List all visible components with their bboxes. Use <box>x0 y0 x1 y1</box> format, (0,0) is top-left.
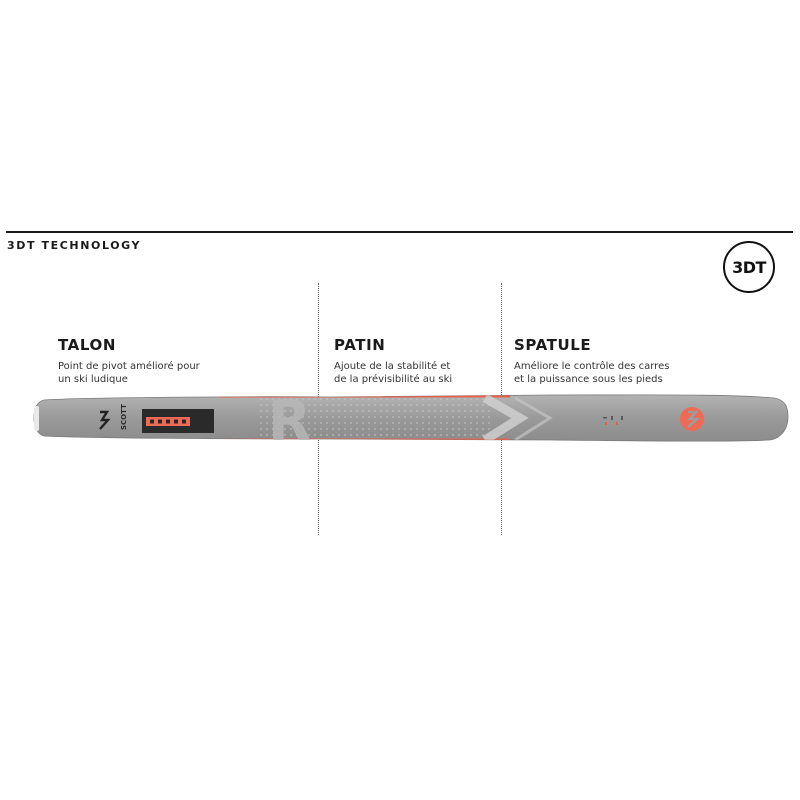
zone-desc-line: Point de pivot amélioré pour <box>58 361 200 372</box>
tip-small-marks-accent <box>605 422 618 425</box>
ski-model-mark: R <box>268 389 311 454</box>
ski-chevron-mark <box>482 394 529 442</box>
tail-panel-dots <box>150 419 186 424</box>
ski-dot-texture <box>260 397 490 440</box>
zone-desc-line: Ajoute de la stabilité et <box>334 361 451 372</box>
3dt-badge-icon: 3DT <box>723 241 775 293</box>
tail-brand-mark <box>99 410 111 430</box>
tip-brand-logo <box>680 407 704 431</box>
zone-desc-line: de la prévisibilité au ski <box>334 374 453 385</box>
zone-desc-line: un ski ludique <box>58 374 128 385</box>
zone-title-spatule: SPATULE <box>514 336 592 354</box>
zone-title-talon: TALON <box>58 336 117 354</box>
zone-desc-patin: Ajoute de la stabilité et de la prévisib… <box>334 360 509 386</box>
zone-desc-talon: Point de pivot amélioré pour un ski ludi… <box>58 360 233 386</box>
zone-desc-line: Améliore le contrôle des carres <box>514 361 670 372</box>
section-title: 3DT TECHNOLOGY <box>7 239 142 252</box>
zone-desc-spatule: Améliore le contrôle des carres et la pu… <box>514 360 689 386</box>
zone-title-patin: PATIN <box>334 336 386 354</box>
zone-desc-line: et la puissance sous les pieds <box>514 374 663 385</box>
ski-chevron-mark <box>514 396 553 442</box>
ski-graphic: SCOTT R <box>33 389 789 454</box>
badge-label: 3DT <box>732 257 766 277</box>
tip-small-marks <box>603 416 623 420</box>
header-rule <box>6 231 793 233</box>
tail-brand-text: SCOTT <box>120 404 128 430</box>
tail-cap <box>34 406 39 431</box>
